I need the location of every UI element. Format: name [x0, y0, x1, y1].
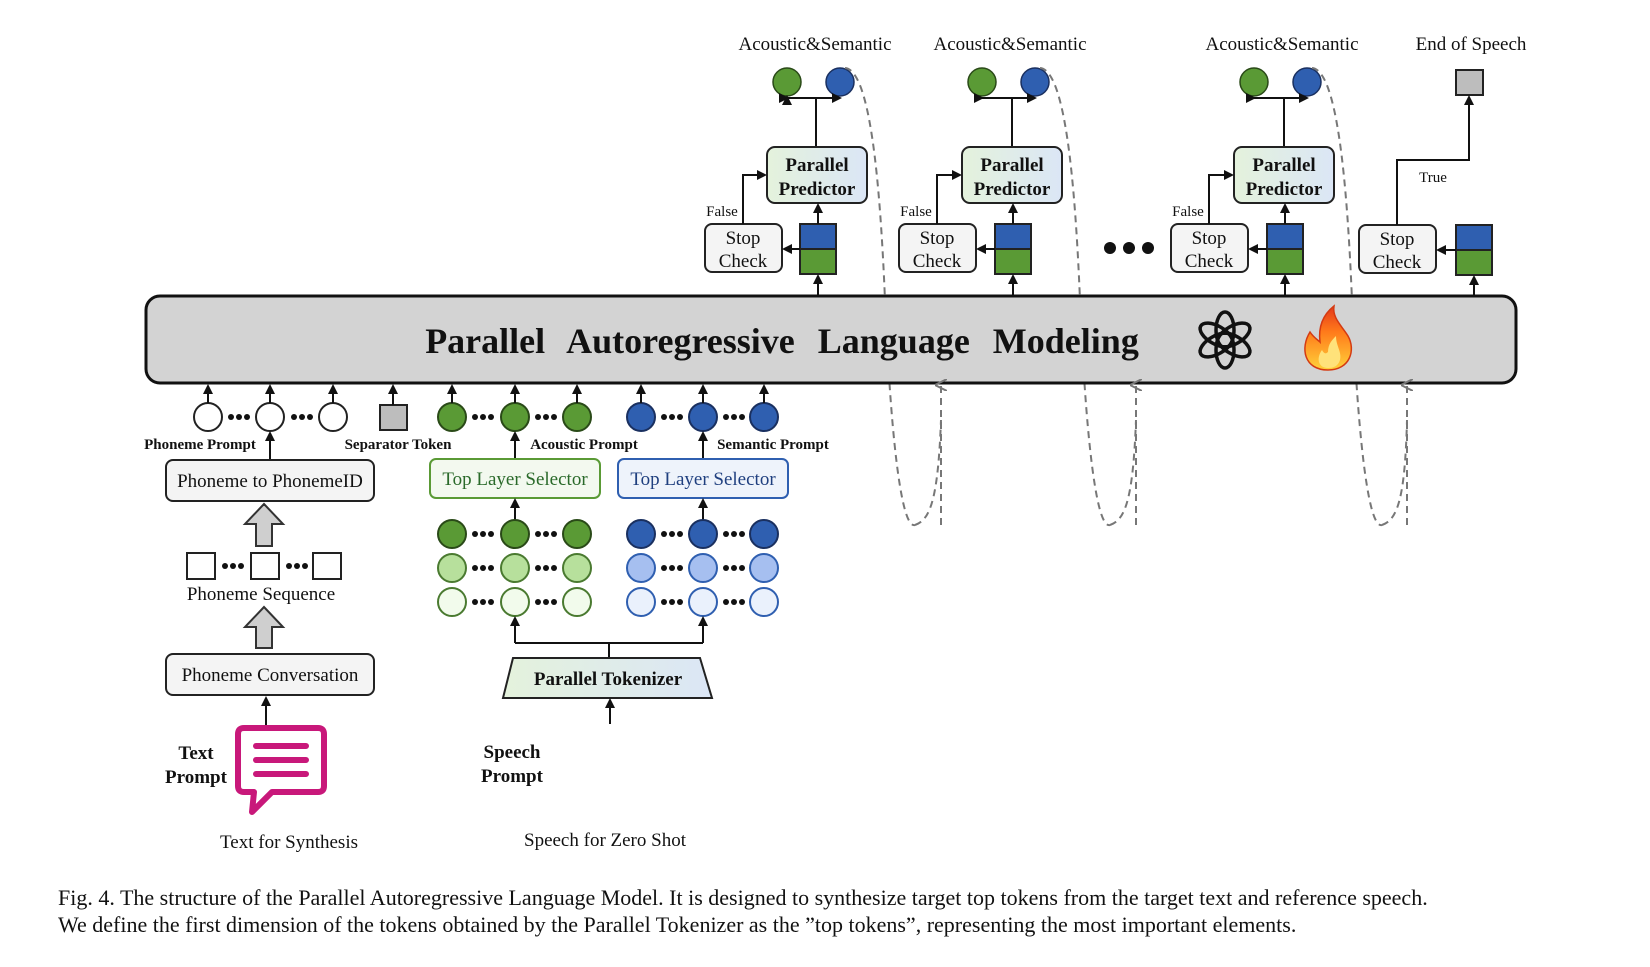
top-layer-selector-acoustic-label: Top Layer Selector: [442, 469, 588, 490]
predictor-group-2: Parallel Predictor Stop Check False: [898, 67, 1111, 527]
main-block-title: Parallel Autoregressive Language Modelin…: [425, 321, 1139, 361]
semantic-token-square: [1455, 224, 1493, 251]
acoustic-token-square: [1266, 248, 1304, 275]
top-label-2: Acoustic&Semantic: [933, 34, 1086, 55]
semantic-token-grid: [626, 519, 779, 617]
flame-icon: [1304, 304, 1353, 371]
predictor-group-1: Parallel Predictor Stop Check False: [704, 67, 916, 527]
acoustic-token-square: [799, 248, 837, 275]
top-label-3: Acoustic&Semantic: [1205, 34, 1358, 55]
figure-caption: Fig. 4. The structure of the Parallel Au…: [58, 884, 1618, 938]
ellipsis-dots: [1104, 242, 1154, 254]
semantic-token-square: [799, 223, 837, 250]
acoustic-prompt-token: [437, 402, 467, 432]
openai-logo-icon: [1198, 310, 1252, 370]
phoneme-token: [193, 402, 223, 432]
chat-bubble-icon: [235, 725, 327, 815]
true-label: True: [1419, 170, 1447, 186]
phoneme-sequence-squares: [186, 552, 342, 580]
phoneme-conversation-box: [165, 653, 375, 696]
stop-check-line2: Check: [719, 251, 768, 272]
top-label-end-of-speech: End of Speech: [1416, 34, 1527, 55]
semantic-output-token: [1292, 67, 1322, 97]
semantic-output-token: [825, 67, 855, 97]
false-label: False: [1172, 204, 1204, 220]
speech-prompt-label-line2: Prompt: [481, 766, 544, 787]
stop-check-line2: Check: [913, 251, 962, 272]
semantic-prompt-token: [688, 402, 718, 432]
stop-check-line2: Check: [1185, 251, 1234, 272]
stop-check-line1: Stop: [726, 228, 761, 249]
phoneme-to-id-label: Phoneme to PhonemeID: [177, 471, 363, 492]
acoustic-output-token: [1239, 67, 1269, 97]
false-label: False: [900, 204, 932, 220]
semantic-token-square: [1266, 223, 1304, 250]
semantic-output-token: [1020, 67, 1050, 97]
acoustic-output-token: [772, 67, 802, 97]
parallel-predictor-line2: Predictor: [1246, 179, 1323, 200]
parallel-predictor-line1: Parallel: [980, 155, 1043, 176]
top-label-1: Acoustic&Semantic: [738, 34, 891, 55]
stop-check-line1: Stop: [1380, 229, 1415, 250]
parallel-predictor-line1: Parallel: [785, 155, 848, 176]
phoneme-prompt-label: Phoneme Prompt: [144, 437, 256, 453]
stop-check-line1: Stop: [920, 228, 955, 249]
semantic-token-square: [994, 223, 1032, 250]
caption-line-2: We define the first dimension of the tok…: [58, 912, 1297, 937]
acoustic-output-token: [967, 67, 997, 97]
acoustic-token-grid: [437, 519, 592, 617]
parallel-predictor-line2: Predictor: [779, 179, 856, 200]
acoustic-prompt-token: [500, 402, 530, 432]
speech-prompt-label-line1: Speech: [484, 742, 541, 763]
up-block-arrow-2: [242, 605, 286, 649]
up-block-arrow-1: [242, 502, 286, 547]
phoneme-token: [318, 402, 348, 432]
semantic-prompt-label: Semantic Prompt: [717, 437, 829, 453]
top-layer-selector-semantic-label: Top Layer Selector: [630, 469, 776, 490]
stop-check-line2: Check: [1373, 252, 1422, 273]
acoustic-token-square: [1455, 249, 1493, 276]
speech-for-zero-shot-label: Speech for Zero Shot: [524, 830, 687, 851]
phoneme-sequence-label: Phoneme Sequence: [187, 584, 335, 605]
separator-token-label: Separator Token: [345, 437, 452, 453]
text-prompt-label-line2: Prompt: [165, 767, 228, 788]
separator-token: [379, 404, 408, 431]
parallel-ar-lm-block: [144, 294, 1518, 385]
semantic-prompt-token: [749, 402, 779, 432]
parallel-tokenizer-box: [501, 657, 714, 699]
input-tokens-row: [193, 384, 779, 432]
false-label: False: [706, 204, 738, 220]
waveform-icon: [567, 724, 680, 816]
stop-check-line1: Stop: [1192, 228, 1227, 249]
parallel-predictor-line1: Parallel: [1252, 155, 1315, 176]
acoustic-token-square: [994, 248, 1032, 275]
phoneme-token: [255, 402, 285, 432]
parallel-predictor-line2: Predictor: [974, 179, 1051, 200]
parallel-tokenizer-label: Parallel Tokenizer: [534, 669, 683, 690]
semantic-prompt-token: [626, 402, 656, 432]
text-prompt-label-line1: Text: [178, 743, 214, 764]
acoustic-prompt-token: [562, 402, 592, 432]
phoneme-to-id-box: [165, 459, 375, 502]
caption-line-1: Fig. 4. The structure of the Parallel Au…: [58, 885, 1428, 910]
text-for-synthesis-label: Text for Synthesis: [220, 832, 358, 853]
end-group: Stop Check True: [1358, 69, 1493, 296]
end-of-speech-token: [1455, 69, 1484, 96]
phoneme-conversation-label: Phoneme Conversation: [182, 665, 359, 686]
acoustic-prompt-label: Acoustic Prompt: [530, 437, 638, 453]
